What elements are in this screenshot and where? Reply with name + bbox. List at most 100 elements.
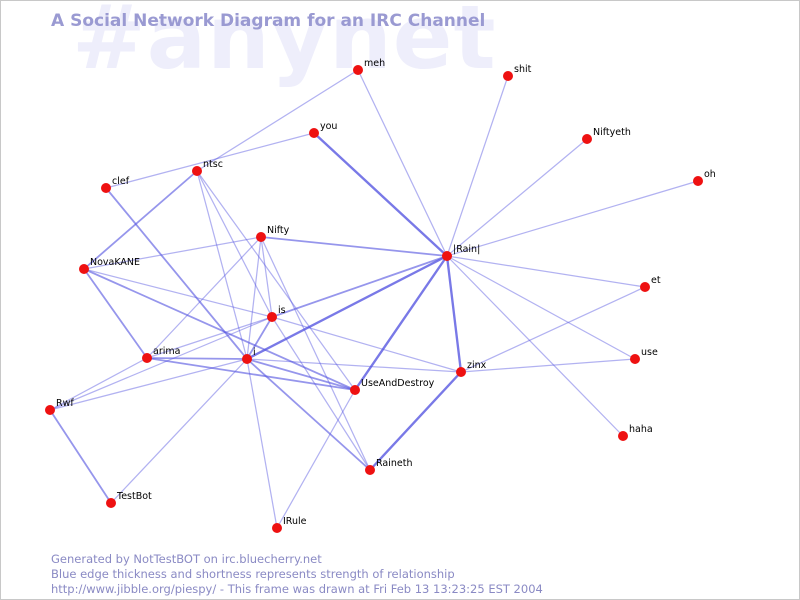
node-label-IRule: IRule	[283, 516, 307, 527]
node-Nifty[interactable]: Nifty	[256, 225, 290, 242]
node-dot-shit[interactable]	[503, 71, 513, 81]
node-label-use: use	[641, 347, 658, 358]
node-dot-IRule[interactable]	[272, 523, 282, 533]
node-dot-zinx[interactable]	[456, 367, 466, 377]
node-label-zinx: zinx	[467, 360, 487, 371]
node-use[interactable]: use	[630, 347, 658, 364]
node-Niftyeth[interactable]: Niftyeth	[582, 127, 631, 144]
channel-watermark: #anynet	[72, 0, 497, 89]
node-dot-arima[interactable]	[142, 353, 152, 363]
node-et[interactable]: et	[640, 275, 661, 292]
edge-Nifty-is	[260, 236, 273, 318]
footer-timestamp-link[interactable]: http://www.jibble.org/piespy/ - This fra…	[51, 582, 543, 596]
node-label-Rwf: Rwf	[56, 398, 74, 409]
node-oh[interactable]: oh	[693, 169, 716, 186]
node-Rain[interactable]: |Rain|	[442, 244, 480, 261]
node-dot-NovaKANE[interactable]	[79, 264, 89, 274]
edge-Nifty-Raineth	[260, 236, 371, 471]
node-label-ntsc: ntsc	[203, 159, 223, 170]
node-dot-haha[interactable]	[618, 431, 628, 441]
edge-et-zinx	[460, 286, 646, 373]
footer-legend-note: Blue edge thickness and shortness repres…	[51, 567, 455, 581]
node-label-oh: oh	[704, 169, 716, 180]
edge-NovaKANE-is	[83, 268, 273, 318]
node-dot-Nifty[interactable]	[256, 232, 266, 242]
edge-i-zinx	[246, 358, 462, 373]
node-dot-you[interactable]	[309, 128, 319, 138]
edge-Niftyeth-Rain	[446, 138, 588, 257]
node-haha[interactable]: haha	[618, 424, 653, 441]
node-Rwf[interactable]: Rwf	[45, 398, 74, 415]
edge-i-Raineth	[246, 358, 371, 471]
node-dot-use[interactable]	[630, 354, 640, 364]
node-label-i: i	[253, 347, 256, 358]
edge-is-zinx	[271, 316, 462, 373]
node-dot-meh[interactable]	[353, 65, 363, 75]
edge-you-Rain	[312, 131, 449, 258]
edge-i-Rwf	[49, 358, 248, 411]
edge-i-TestBot	[110, 358, 248, 504]
node-is[interactable]: is	[267, 305, 286, 322]
edge-Rain-haha	[446, 255, 624, 437]
edge-Rain-et	[446, 255, 646, 288]
edge-ntsc-i	[196, 170, 248, 360]
node-dot-Niftyeth[interactable]	[582, 134, 592, 144]
node-dot-Raineth[interactable]	[365, 465, 375, 475]
node-TestBot[interactable]: TestBot	[106, 491, 152, 508]
node-label-is: is	[278, 305, 286, 316]
node-shit[interactable]: shit	[503, 64, 532, 81]
node-dot-UseAndDestroy[interactable]	[350, 385, 360, 395]
node-label-Raineth: Raineth	[376, 458, 412, 469]
node-label-meh: meh	[364, 58, 385, 69]
node-you[interactable]: you	[309, 121, 337, 138]
node-dot-is[interactable]	[267, 312, 277, 322]
node-zinx[interactable]: zinx	[456, 360, 487, 377]
node-arima[interactable]: arima	[142, 346, 180, 363]
node-Raineth[interactable]: Raineth	[365, 458, 412, 475]
edge-i-IRule	[246, 358, 278, 529]
node-label-TestBot: TestBot	[116, 491, 152, 502]
edge-is-arima	[146, 316, 273, 359]
edge-Rain-UseAndDestroy	[353, 254, 449, 392]
edge-is-Raineth	[271, 316, 371, 471]
edge-Nifty-Rain	[260, 236, 448, 257]
edge-you-clef	[105, 132, 315, 189]
edge-Rain-i	[245, 254, 449, 361]
node-label-UseAndDestroy: UseAndDestroy	[361, 378, 435, 389]
node-label-Niftyeth: Niftyeth	[593, 127, 631, 138]
node-dot-Rain[interactable]	[442, 251, 452, 261]
edge-arima-Rwf	[49, 357, 148, 411]
edge-Rwf-TestBot	[49, 409, 112, 504]
edge-is-Rwf	[49, 316, 273, 411]
node-label-haha: haha	[629, 424, 653, 435]
node-label-NovaKANE: NovaKANE	[90, 257, 140, 268]
node-meh[interactable]: meh	[353, 58, 385, 75]
node-dot-clef[interactable]	[101, 183, 111, 193]
edge-shit-Rain	[446, 75, 509, 257]
node-NovaKANE[interactable]: NovaKANE	[79, 257, 140, 274]
node-IRule[interactable]: IRule	[272, 516, 307, 533]
node-label-et: et	[651, 275, 661, 286]
node-label-Nifty: Nifty	[267, 225, 290, 236]
node-label-arima: arima	[153, 346, 180, 357]
edge-meh-ntsc	[196, 69, 359, 172]
edge-oh-Rain	[446, 180, 699, 257]
node-UseAndDestroy[interactable]: UseAndDestroy	[350, 378, 435, 395]
edge-ntsc-NovaKANE	[83, 170, 198, 270]
node-dot-i[interactable]	[242, 354, 252, 364]
node-dot-ntsc[interactable]	[192, 166, 202, 176]
edge-i-UseAndDestroy	[246, 358, 356, 391]
diagram-title: A Social Network Diagram for an IRC Chan…	[51, 11, 486, 31]
node-clef[interactable]: clef	[101, 176, 130, 193]
edge-ntsc-UseAndDestroy	[196, 170, 356, 391]
node-i[interactable]: i	[242, 347, 256, 364]
node-dot-oh[interactable]	[693, 176, 703, 186]
node-label-shit: shit	[514, 64, 532, 75]
node-ntsc[interactable]: ntsc	[192, 159, 223, 176]
node-dot-Rwf[interactable]	[45, 405, 55, 415]
node-dot-et[interactable]	[640, 282, 650, 292]
edge-Rain-use	[446, 255, 636, 360]
node-dot-TestBot[interactable]	[106, 498, 116, 508]
